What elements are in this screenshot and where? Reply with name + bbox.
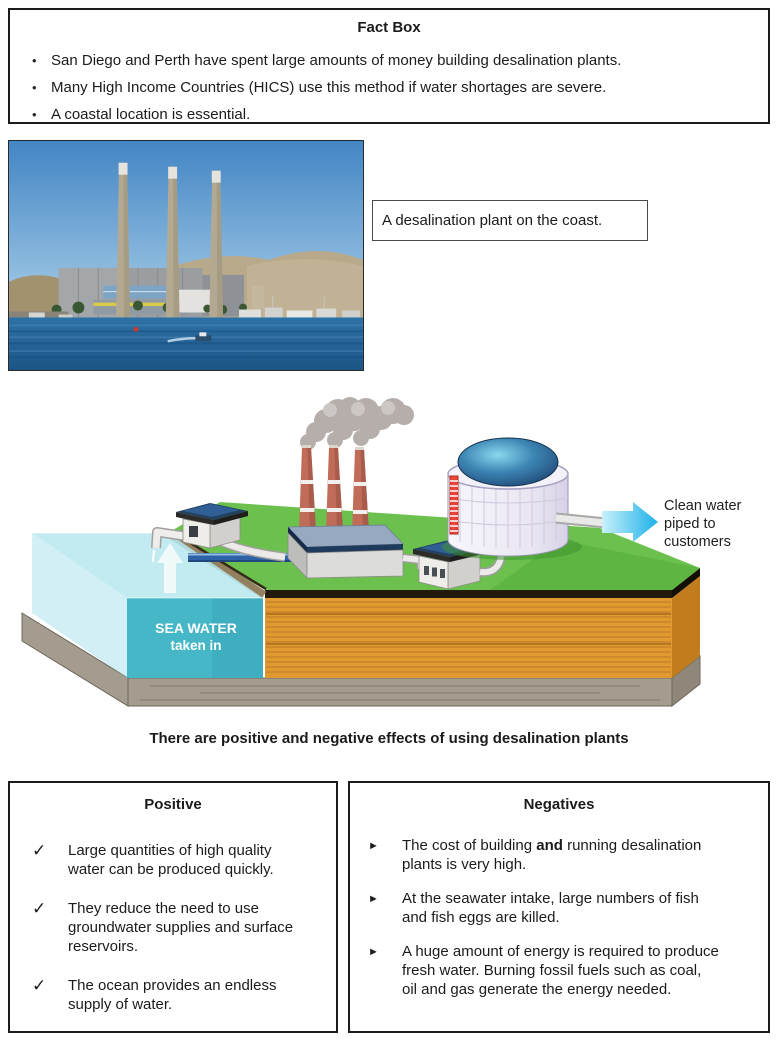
fact-item-text: San Diego and Perth have spent large amo… xyxy=(51,52,622,69)
photo-chimneys xyxy=(116,162,224,322)
check-icon: ✓ xyxy=(32,841,47,860)
tank-grid xyxy=(447,476,569,548)
fact-item: • Many High Income Countries (HICS) use … xyxy=(32,74,768,101)
positive-item-text: They reduce the need to use groundwater … xyxy=(68,900,294,955)
fact-item: • A coastal location is essential. xyxy=(32,101,768,128)
positive-item: ✓ The ocean provides an endless supply o… xyxy=(32,976,336,1014)
negative-item-text: The cost of building and running desalin… xyxy=(402,837,702,873)
photo-plant-buildings xyxy=(58,267,264,318)
clean-water-label: Clean water piped to customers xyxy=(664,498,742,550)
fact-item-text: A coastal location is essential. xyxy=(51,106,251,123)
check-icon: ✓ xyxy=(32,899,47,918)
diagram-caption: There are positive and negative effects … xyxy=(149,730,629,747)
svg-text:Clean water: Clean water xyxy=(664,498,742,514)
negative-item-text: At the seawater intake, large numbers of… xyxy=(402,890,699,926)
storage-tank xyxy=(442,437,582,560)
triangle-bullet-icon: ► xyxy=(368,893,379,905)
negative-item: ► The cost of building and running desal… xyxy=(368,836,768,874)
negatives-box: Negatives ► The cost of building and run… xyxy=(348,781,770,1033)
intake-building xyxy=(176,503,248,549)
photo-caption-box: A desalination plant on the coast. xyxy=(372,200,648,241)
clean-water-arrow xyxy=(602,502,658,542)
fact-box: Fact Box • San Diego and Perth have spen… xyxy=(8,8,770,124)
triangle-bullet-icon: ► xyxy=(368,840,379,852)
desalination-plant-photo xyxy=(8,140,364,371)
fact-item-text: Many High Income Countries (HICS) use th… xyxy=(51,79,607,96)
sea-water-label-2: taken in xyxy=(170,638,221,653)
photo-caption-text: A desalination plant on the coast. xyxy=(382,212,603,229)
triangle-bullet-icon: ► xyxy=(368,946,379,958)
positive-item-text: The ocean provides an endless supply of … xyxy=(68,977,277,1013)
smoke-plume xyxy=(300,397,414,450)
svg-text:customers: customers xyxy=(664,534,731,550)
check-icon: ✓ xyxy=(32,976,47,995)
negative-item: ► At the seawater intake, large numbers … xyxy=(368,889,768,927)
positive-item: ✓ They reduce the need to use groundwate… xyxy=(32,899,336,956)
positive-item-text: Large quantities of high quality water c… xyxy=(68,842,274,878)
outlet-pipe xyxy=(555,512,607,529)
positive-list: ✓ Large quantities of high quality water… xyxy=(10,841,336,1014)
svg-text:piped to: piped to xyxy=(664,516,716,532)
tank-ladder xyxy=(449,475,459,535)
positive-box: Positive ✓ Large quantities of high qual… xyxy=(8,781,338,1033)
desalination-diagram: SEA WATER taken in xyxy=(21,397,742,708)
negative-item: ► A huge amount of energy is required to… xyxy=(368,942,768,999)
fact-box-title: Fact Box xyxy=(357,19,421,36)
fact-box-list: • San Diego and Perth have spent large a… xyxy=(10,47,768,128)
intake-up-arrow xyxy=(157,543,183,593)
positive-box-title: Positive xyxy=(144,796,202,813)
main-plant-building xyxy=(287,524,404,580)
sea-water-label: SEA WATER xyxy=(155,620,237,636)
negative-item-text: A huge amount of energy is required to p… xyxy=(402,943,719,998)
fact-item: • San Diego and Perth have spent large a… xyxy=(32,47,768,74)
bullet-icon: • xyxy=(32,80,37,95)
photo-water xyxy=(9,317,363,370)
negatives-list: ► The cost of building and running desal… xyxy=(350,836,768,999)
photo-illustration xyxy=(9,141,363,370)
bullet-icon: • xyxy=(32,53,37,68)
chimney-stacks xyxy=(299,445,369,533)
negatives-box-title: Negatives xyxy=(523,796,595,813)
bullet-icon: • xyxy=(32,107,37,122)
positive-item: ✓ Large quantities of high quality water… xyxy=(32,841,336,879)
sea-water-block: SEA WATER taken in xyxy=(32,532,263,678)
soil-stripes xyxy=(266,601,671,673)
photo-harbor-boats xyxy=(9,295,360,320)
